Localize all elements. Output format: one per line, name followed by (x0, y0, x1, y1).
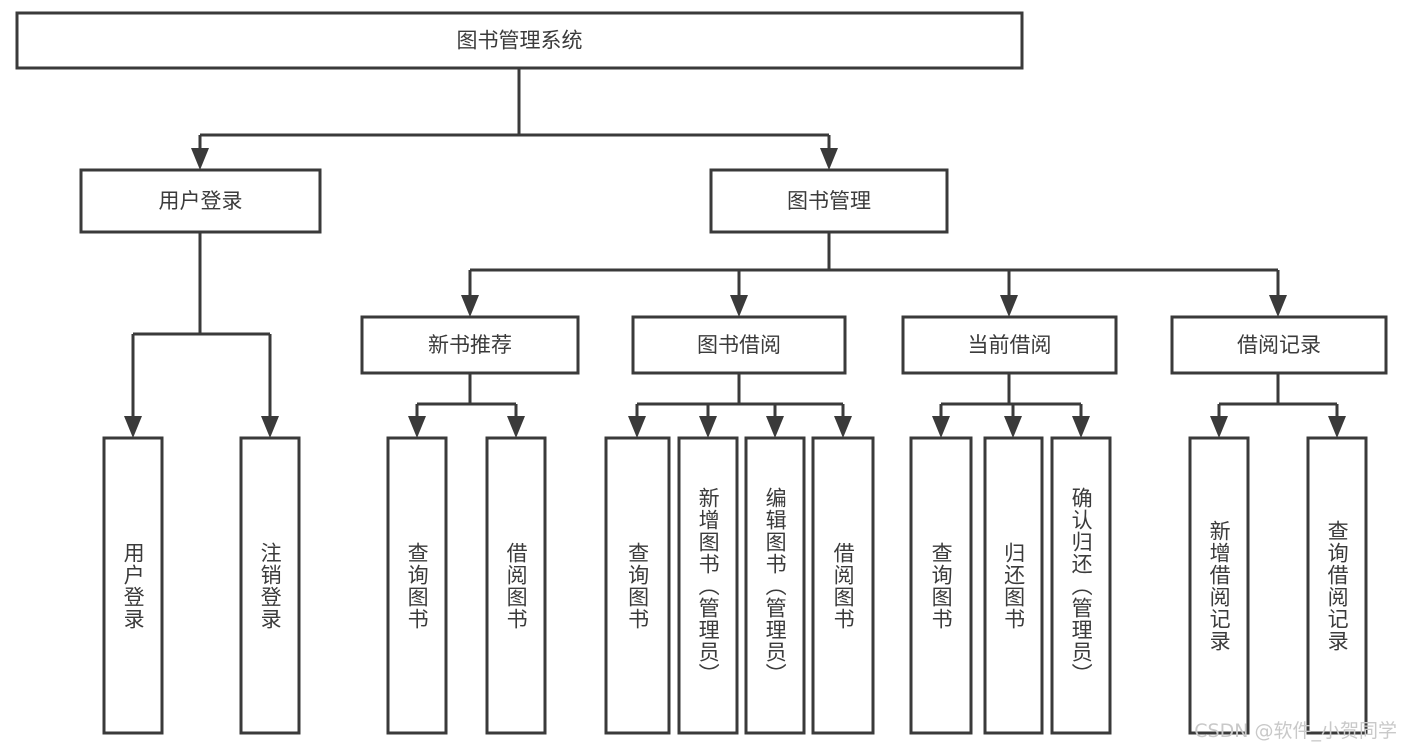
connector-arrowhead (1328, 416, 1346, 438)
leaf-node-5-box[interactable] (677, 436, 739, 735)
connector-arrowhead (1210, 416, 1228, 438)
leaf-node-0-box[interactable] (102, 436, 164, 735)
level2-node-1-label: 图书管理 (787, 189, 871, 213)
level3-node-3-box[interactable] (1170, 315, 1388, 375)
connectors-layer (124, 68, 1346, 438)
level3-node-0-label: 新书推荐 (428, 333, 512, 357)
connector-arrowhead (730, 295, 748, 317)
level3-node-3-label: 借阅记录 (1237, 333, 1321, 357)
level3-node-1-label: 图书借阅 (697, 333, 781, 357)
leaf-node-10-box[interactable] (1050, 436, 1112, 735)
leaf-node-12-box[interactable] (1306, 436, 1368, 735)
connector-arrowhead (408, 416, 426, 438)
leaf-node-2-box[interactable] (386, 436, 448, 735)
connector-newbook-to-leaves (408, 373, 525, 438)
connector-arrowhead (1004, 416, 1022, 438)
level2-node-0-box[interactable] (79, 168, 322, 234)
connector-arrowhead (820, 148, 838, 170)
csdn-watermark: CSDN @软件_小贺同学 (1194, 720, 1397, 742)
connector-arrowhead (124, 416, 142, 438)
connector-current-to-leaves (932, 373, 1090, 438)
connector-arrowhead (932, 416, 950, 438)
level2-node-0-label: 用户登录 (159, 189, 243, 213)
connector-arrowhead (834, 416, 852, 438)
leaf-node-7-box[interactable] (811, 436, 875, 735)
connector-record-to-leaves (1210, 373, 1346, 438)
leaf-node-9-box[interactable] (983, 436, 1044, 735)
leaf-node-4-box[interactable] (604, 436, 671, 735)
connector-root-to-level2 (191, 68, 838, 170)
connector-userlogin-to-leaves (124, 232, 279, 438)
connector-arrowhead (699, 416, 717, 438)
connector-arrowhead (461, 295, 479, 317)
leaf-node-6-box[interactable] (744, 436, 806, 735)
connector-bookmgmt-to-level3 (461, 232, 1287, 317)
connector-arrowhead (766, 416, 784, 438)
connector-arrowhead (1000, 295, 1018, 317)
connector-arrowhead (507, 416, 525, 438)
connector-arrowhead (191, 148, 209, 170)
leaf-node-8-box[interactable] (909, 436, 973, 735)
level3-node-1-box[interactable] (631, 315, 847, 375)
leaf-node-3-box[interactable] (485, 436, 547, 735)
root-node-label: 图书管理系统 (457, 29, 583, 53)
level3-node-2-box[interactable] (901, 315, 1118, 375)
node-boxes-layer (15, 11, 1388, 735)
connector-borrow-to-leaves (628, 373, 852, 438)
root-node-box[interactable] (15, 11, 1024, 70)
level3-node-2-label: 当前借阅 (968, 333, 1052, 357)
connector-arrowhead (1072, 416, 1090, 438)
leaf-node-1-box[interactable] (239, 436, 301, 735)
connector-arrowhead (1269, 295, 1287, 317)
level3-node-0-box[interactable] (360, 315, 580, 375)
level2-node-1-box[interactable] (709, 168, 949, 234)
connector-arrowhead (628, 416, 646, 438)
leaf-node-11-box[interactable] (1188, 436, 1250, 735)
connector-arrowhead (261, 416, 279, 438)
